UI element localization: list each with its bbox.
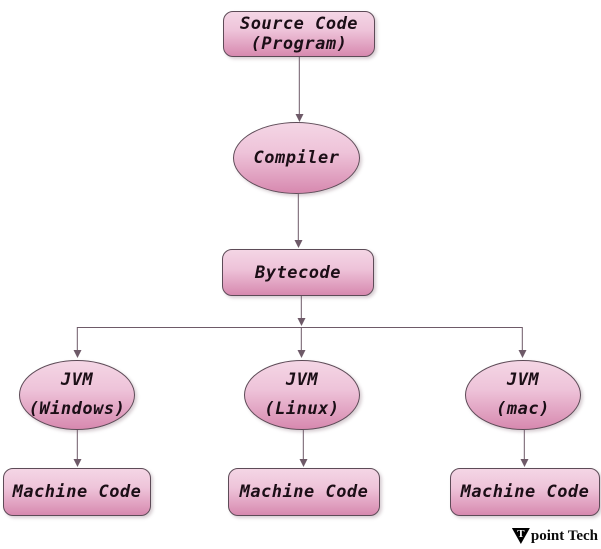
tpoint-logo-icon: T — [511, 528, 530, 544]
node-jvm-windows-line1: JVM — [60, 370, 94, 390]
arrowhead-down-icon — [297, 318, 305, 326]
node-bytecode-label: Bytecode — [255, 262, 341, 283]
arrowhead-down-icon — [520, 459, 528, 467]
node-machine-code-windows-label: Machine Code — [12, 482, 142, 502]
arrowhead-down-icon — [73, 350, 81, 358]
node-jvm-windows: JVM (Windows) — [19, 360, 135, 430]
node-compiler-label: Compiler — [253, 148, 340, 168]
arrow-jvm-mac-to-machine-code — [519, 430, 530, 467]
arrowhead-down-icon — [299, 459, 307, 467]
arrow-bytecode-to-branch — [296, 296, 307, 326]
node-machine-code-linux: Machine Code — [228, 468, 380, 516]
node-jvm-windows-line2: (Windows) — [28, 399, 126, 419]
arrow-jvm-linux-to-machine-code — [298, 430, 309, 467]
node-machine-code-mac-label: Machine Code — [460, 482, 590, 502]
arrowhead-down-icon — [518, 350, 526, 358]
node-bytecode: Bytecode — [222, 249, 374, 296]
node-jvm-mac: JVM (mac) — [465, 360, 581, 430]
node-machine-code-linux-label: Machine Code — [239, 482, 369, 502]
brand-text: point Tech — [530, 528, 598, 544]
node-jvm-linux: JVM (Linux) — [244, 360, 360, 430]
node-source-code-line2: (Program) — [250, 34, 348, 54]
arrow-branch-to-jvm-linux — [296, 327, 307, 358]
arrowhead-down-icon — [73, 459, 81, 467]
node-jvm-mac-line2: (mac) — [496, 399, 550, 419]
node-jvm-linux-line1: JVM — [285, 370, 319, 390]
node-machine-code-windows: Machine Code — [3, 468, 151, 516]
arrow-branch-to-jvm-mac — [517, 327, 528, 358]
arrow-compiler-to-bytecode — [293, 194, 304, 248]
brand-watermark: T point Tech — [511, 528, 598, 545]
node-source-code-line1: Source Code — [239, 14, 359, 34]
logo-letter: T — [517, 528, 525, 540]
arrow-jvm-windows-to-machine-code — [72, 430, 83, 467]
node-jvm-mac-line1: JVM — [506, 370, 540, 390]
arrow-source-to-compiler — [294, 57, 305, 122]
arrow-branch-to-jvm-windows — [72, 327, 83, 358]
arrowhead-down-icon — [294, 240, 302, 248]
node-source-code: Source Code (Program) — [223, 11, 375, 57]
arrowhead-down-icon — [295, 114, 303, 122]
node-jvm-linux-line2: (Linux) — [264, 399, 340, 419]
node-machine-code-mac: Machine Code — [450, 468, 600, 516]
node-compiler: Compiler — [233, 122, 360, 194]
arrowhead-down-icon — [297, 350, 305, 358]
